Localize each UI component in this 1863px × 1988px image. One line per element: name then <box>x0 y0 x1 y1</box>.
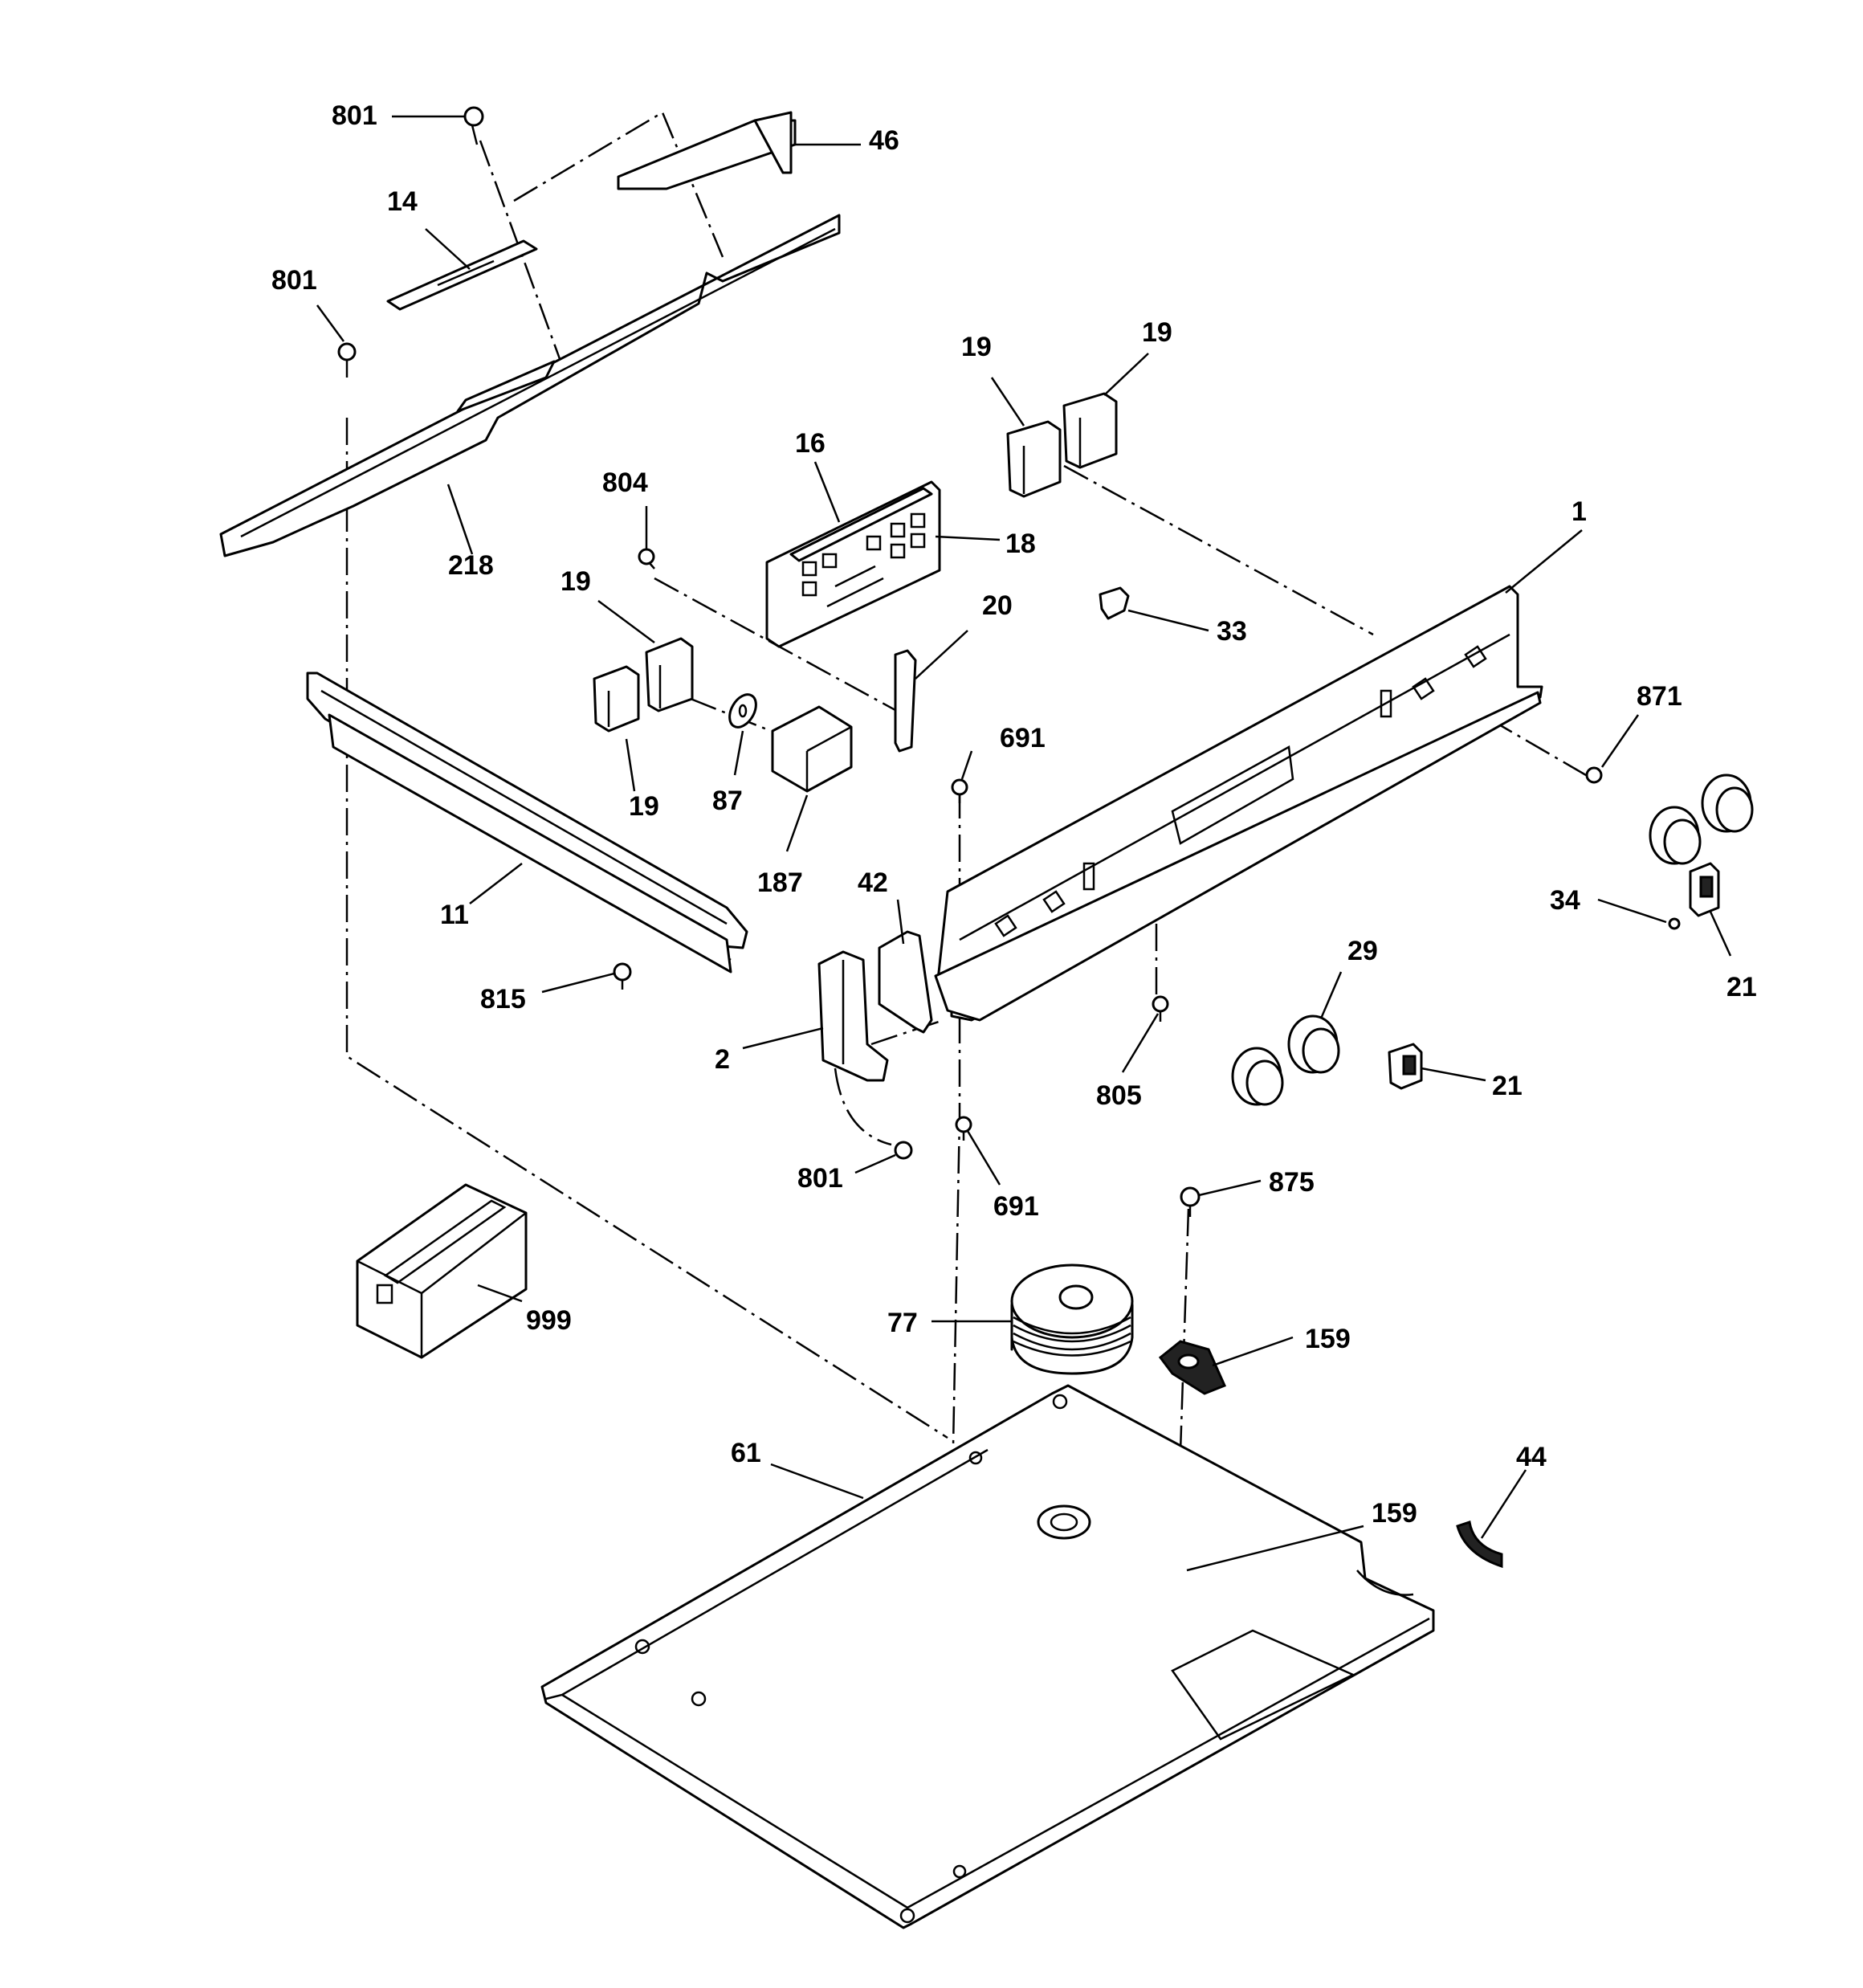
callout-19-b: 19 <box>1142 317 1172 348</box>
callout-18: 18 <box>1005 529 1036 559</box>
callout-871: 871 <box>1637 681 1682 712</box>
part-33-clip <box>1099 586 1130 620</box>
callout-801-left: 801 <box>271 265 317 296</box>
part-21-switch-a <box>1689 862 1720 917</box>
leader-lines <box>316 115 1732 1572</box>
knob-29-a <box>1231 1047 1284 1106</box>
part-19-switch-b <box>1062 392 1118 469</box>
callout-21-a: 21 <box>1726 972 1757 1002</box>
callout-801-top: 801 <box>332 100 377 131</box>
part-11-rail <box>306 672 748 974</box>
callout-804: 804 <box>602 467 648 498</box>
callout-218: 218 <box>448 550 494 581</box>
knob-right-a <box>1649 806 1702 865</box>
part-14-plate <box>386 239 538 311</box>
part-1-control-panel <box>934 585 1543 1022</box>
callout-801-bottom: 801 <box>797 1163 843 1194</box>
knob-right-b <box>1701 774 1754 833</box>
callout-labels: 801 46 14 801 218 19 19 16 804 18 1 19 2… <box>271 100 1757 1529</box>
part-21-switch-b <box>1388 1043 1423 1090</box>
screw-34 <box>1668 917 1681 930</box>
callout-2: 2 <box>715 1044 730 1075</box>
part-187-box <box>771 705 853 793</box>
callout-11: 11 <box>440 900 469 930</box>
callout-19-d: 19 <box>629 791 659 822</box>
part-61-base-plate <box>540 1384 1435 1929</box>
callout-21-b: 21 <box>1492 1071 1523 1101</box>
callout-29: 29 <box>1347 936 1378 966</box>
callout-805: 805 <box>1096 1080 1142 1111</box>
callout-33: 33 <box>1217 616 1247 647</box>
callout-159-bottom: 159 <box>1372 1498 1417 1529</box>
screw-871 <box>1585 766 1603 784</box>
callout-159-top: 159 <box>1305 1324 1351 1354</box>
callout-46: 46 <box>869 125 899 156</box>
part-42-bracket <box>878 930 933 1034</box>
part-19-switch-a <box>1006 420 1062 498</box>
callout-61: 61 <box>731 1438 761 1468</box>
part-19-switch-d <box>593 665 640 733</box>
callout-999: 999 <box>526 1305 572 1336</box>
callout-14: 14 <box>387 186 418 217</box>
callout-815: 815 <box>480 984 526 1014</box>
part-16-control-board <box>765 480 941 648</box>
screw-804 <box>638 548 655 569</box>
callout-77: 77 <box>887 1308 918 1338</box>
part-159-thermostat-top <box>1158 1340 1227 1395</box>
part-2-side-bracket <box>817 950 889 1082</box>
screw-815 <box>613 962 632 990</box>
callout-34: 34 <box>1550 885 1580 916</box>
screw-691-top <box>951 778 968 803</box>
callout-87: 87 <box>712 786 743 816</box>
screw-801-left <box>337 342 357 378</box>
knob-29-b <box>1287 1014 1340 1074</box>
callout-19-c: 19 <box>561 566 591 597</box>
callout-16: 16 <box>795 428 826 459</box>
screw-691-bottom <box>955 1116 972 1141</box>
screw-801-bottom <box>894 1141 913 1160</box>
part-77-insulation-roll <box>1010 1263 1134 1375</box>
callout-1: 1 <box>1572 496 1587 527</box>
callout-44: 44 <box>1516 1442 1547 1472</box>
screw-801-top <box>463 106 484 145</box>
part-87-washer <box>728 693 757 729</box>
callout-691-top: 691 <box>1000 723 1046 753</box>
part-999-carton <box>356 1183 528 1359</box>
callout-187: 187 <box>757 867 803 898</box>
part-44-wire-clip <box>1456 1521 1503 1569</box>
part-20-bracket <box>894 649 917 753</box>
callout-42: 42 <box>858 867 888 898</box>
part-218-channel <box>219 214 841 557</box>
screw-875 <box>1180 1186 1201 1217</box>
callout-875: 875 <box>1269 1167 1315 1198</box>
part-29-knobs <box>1231 774 1754 1106</box>
callout-20: 20 <box>982 590 1013 621</box>
part-19-switch-c <box>645 637 694 712</box>
callout-19-a: 19 <box>961 332 992 362</box>
screws <box>337 106 1681 1217</box>
screw-805 <box>1152 995 1169 1022</box>
callout-691-bottom: 691 <box>993 1191 1039 1222</box>
